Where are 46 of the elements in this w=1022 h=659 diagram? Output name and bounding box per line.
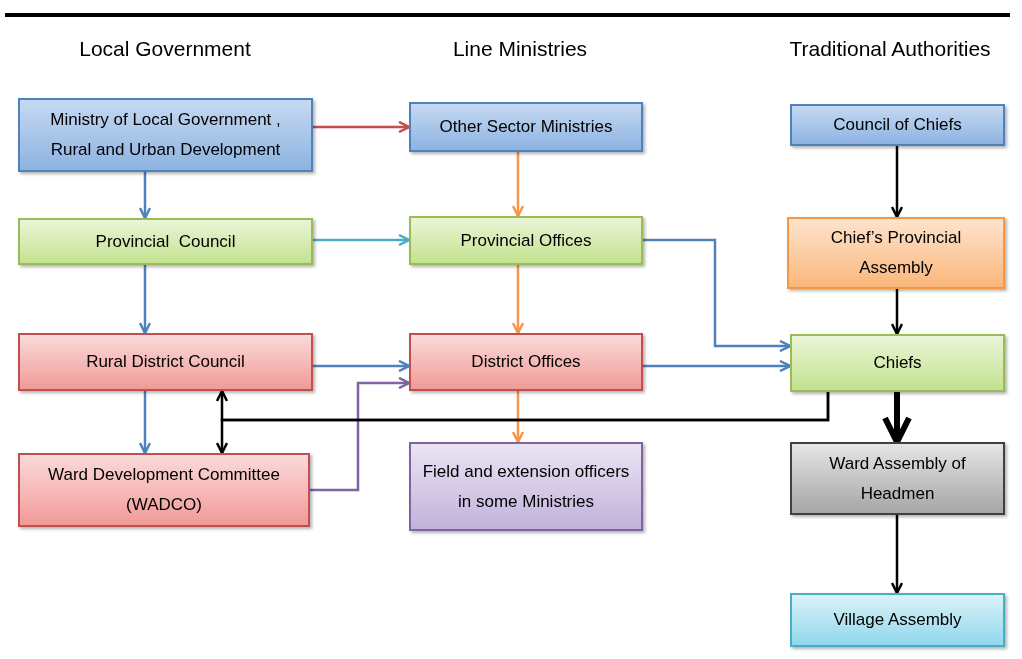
org-box (409, 216, 643, 265)
box-label: Provincial Council (95, 230, 236, 253)
org-box (790, 593, 1005, 647)
box-label: Other Sector Ministries (439, 116, 613, 138)
box-label: Ward Assembly of Headmen (828, 452, 967, 505)
box-label: Village Assembly (833, 609, 962, 631)
org-box (18, 333, 313, 391)
box-label: Provincial Offices (460, 229, 592, 252)
box-label: Rural District Council (86, 351, 245, 373)
arrow (643, 238, 792, 353)
arrow (310, 376, 411, 492)
column-heading: Traditional Authorities (788, 36, 992, 62)
org-box (18, 98, 313, 172)
arrow (138, 172, 152, 220)
arrow (138, 391, 152, 455)
box-label: Field and extension officers in some Ministries (421, 460, 631, 513)
arrow (890, 289, 904, 336)
arrow (313, 233, 411, 247)
arrow (882, 392, 912, 445)
column-heading: Local Government (78, 36, 252, 62)
arrow (511, 391, 525, 444)
org-box (409, 442, 643, 531)
arrow (313, 120, 411, 134)
org-box (787, 217, 1005, 289)
arrow (313, 359, 411, 373)
org-box (790, 104, 1005, 146)
arrow (511, 265, 525, 335)
box-label: Council of Chiefs (833, 114, 962, 136)
box-label: Ward Development Committee (WADCO) (47, 464, 281, 516)
column-heading: Line Ministries (451, 36, 589, 62)
arrow (138, 265, 152, 335)
org-box (409, 333, 643, 391)
arrow (890, 515, 904, 595)
arrow (511, 152, 525, 218)
box-label: District Offices (471, 351, 581, 373)
org-box (409, 102, 643, 152)
arrow (215, 392, 830, 455)
org-box (790, 442, 1005, 515)
box-label: Chiefs (873, 352, 922, 374)
org-box (18, 453, 310, 527)
box-label: Ministry of Local Government , Rural and Urban Development (49, 109, 282, 161)
box-label: Chief’s Provincial Assembly (829, 227, 963, 279)
arrow (890, 146, 904, 219)
org-box (18, 218, 313, 265)
arrow (643, 359, 792, 373)
org-box (790, 334, 1005, 392)
